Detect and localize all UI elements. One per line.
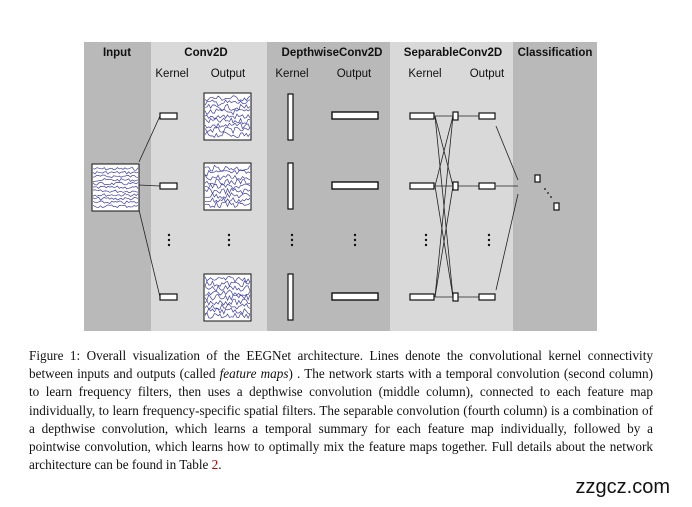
table-reference-link[interactable]: 2 bbox=[211, 457, 219, 473]
header-depthwise: DepthwiseConv2D bbox=[282, 47, 383, 59]
caption-emphasis: feature maps bbox=[219, 366, 289, 382]
caption-text-2: ) . The network starts with a temporal c… bbox=[29, 366, 653, 473]
header-input: Input bbox=[103, 47, 131, 59]
depthwise-kernel bbox=[287, 273, 294, 321]
subheader-separable-output: Output bbox=[470, 68, 505, 80]
conv2d-output-map bbox=[203, 92, 252, 141]
conv2d-output-map bbox=[203, 162, 252, 211]
conv2d-output-map bbox=[203, 273, 252, 322]
conv2d-kernel bbox=[159, 112, 178, 120]
caption-text-1: Overall visualization of the EEGNet arch… bbox=[29, 348, 653, 382]
subheader-depthwise-kernel: Kernel bbox=[275, 68, 308, 80]
pointwise-kernel bbox=[452, 181, 459, 191]
conv2d-kernel bbox=[159, 182, 178, 190]
depthwise-kernel bbox=[287, 162, 294, 210]
header-classification: Classification bbox=[518, 47, 593, 59]
pointwise-kernel bbox=[452, 111, 459, 121]
header-separable: SeparableConv2D bbox=[404, 47, 502, 59]
ellipsis-dots bbox=[167, 233, 491, 247]
separable-kernel bbox=[409, 293, 435, 301]
caption-label: Figure 1: bbox=[29, 348, 81, 363]
separable-output bbox=[478, 182, 496, 190]
subheader-conv2d-kernel: Kernel bbox=[155, 68, 188, 80]
subheader-conv2d-output: Output bbox=[211, 68, 246, 80]
input-eeg-signal bbox=[91, 163, 140, 212]
band-classification bbox=[513, 42, 597, 331]
depthwise-output bbox=[331, 111, 379, 120]
separable-kernel bbox=[409, 182, 435, 190]
classification-units bbox=[534, 174, 560, 211]
watermark: zzgcz.com bbox=[575, 476, 670, 498]
conv2d-kernel bbox=[159, 293, 178, 301]
caption-end: . bbox=[218, 457, 222, 473]
pointwise-kernel bbox=[452, 292, 459, 302]
depthwise-output bbox=[331, 181, 379, 190]
separable-output bbox=[478, 293, 496, 301]
separable-output bbox=[478, 112, 496, 120]
depthwise-kernel bbox=[287, 93, 294, 141]
subheader-separable-kernel: Kernel bbox=[408, 68, 441, 80]
subheader-depthwise-output: Output bbox=[337, 68, 372, 80]
connection-lines bbox=[138, 115, 519, 298]
depthwise-output bbox=[331, 292, 379, 301]
separable-kernel bbox=[409, 112, 435, 120]
header-conv2d: Conv2D bbox=[184, 47, 227, 59]
eegnet-architecture-figure: Input Conv2D DepthwiseConv2D SeparableCo… bbox=[84, 42, 597, 331]
figure-caption: Figure 1: Overall visualization of the E… bbox=[29, 347, 653, 474]
